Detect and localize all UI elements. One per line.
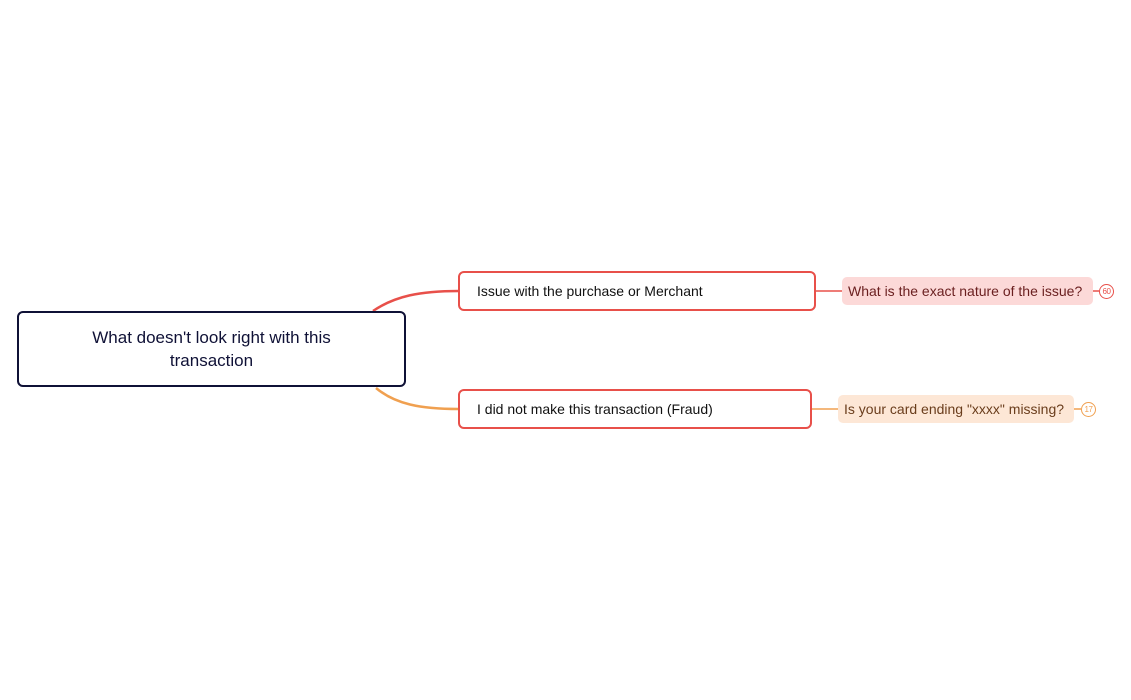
root-node[interactable]: What doesn't look right with this transa… <box>17 311 406 387</box>
root-node-label: What doesn't look right with this transa… <box>92 328 331 370</box>
leaf-node-card-missing[interactable]: Is your card ending "xxxx" missing? <box>838 395 1074 423</box>
leaf-node-label: What is the exact nature of the issue? <box>848 283 1083 299</box>
count-value: 60 <box>1102 287 1111 296</box>
count-value: 17 <box>1084 405 1093 414</box>
collapsed-children-count-badge[interactable]: 17 <box>1081 402 1096 417</box>
collapsed-children-count-badge[interactable]: 60 <box>1099 284 1114 299</box>
branch-node-fraud[interactable]: I did not make this transaction (Fraud) <box>458 389 812 429</box>
branch-node-label: Issue with the purchase or Merchant <box>477 283 703 299</box>
connector-root-branch-2 <box>375 387 460 411</box>
connector-root-branch-1 <box>372 289 460 313</box>
branch-node-merchant-issue[interactable]: Issue with the purchase or Merchant <box>458 271 816 311</box>
branch-node-label: I did not make this transaction (Fraud) <box>477 401 713 417</box>
leaf-node-label: Is your card ending "xxxx" missing? <box>844 401 1065 417</box>
leaf-node-issue-nature[interactable]: What is the exact nature of the issue? <box>842 277 1093 305</box>
